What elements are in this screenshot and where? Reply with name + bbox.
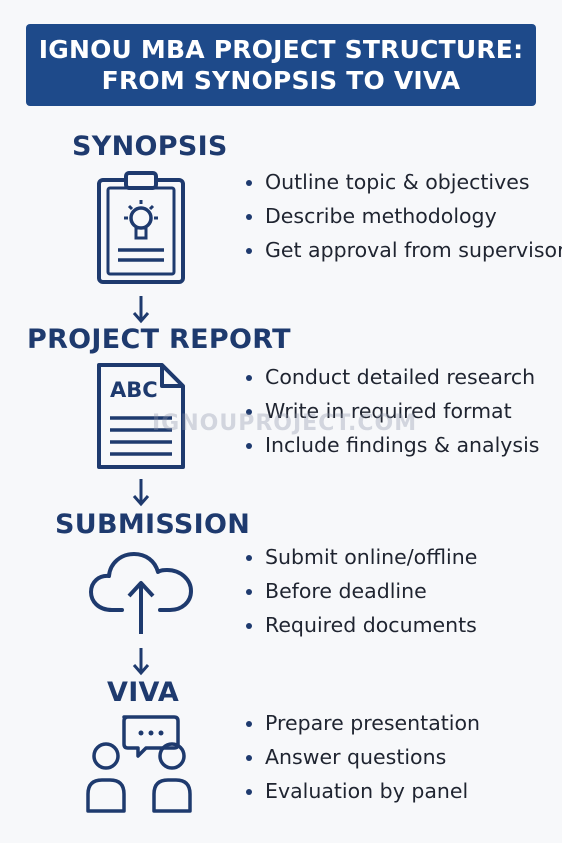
list-item: Include findings & analysis — [244, 428, 539, 462]
list-item: Write in required format — [244, 394, 539, 428]
title-line-2: FROM SYNOPSIS TO VIVA — [101, 66, 461, 95]
list-item: Evaluation by panel — [244, 774, 480, 808]
stage-title-viva: VIVA — [107, 677, 180, 708]
stage-title-synopsis: SYNOPSIS — [72, 131, 228, 162]
stage-title-submission: SUBMISSION — [55, 509, 251, 540]
project-report-bullets: Conduct detailed research Write in requi… — [244, 360, 539, 462]
arrow-down-icon — [132, 479, 150, 507]
arrow-down-icon — [132, 648, 150, 676]
list-item: Prepare presentation — [244, 706, 480, 740]
list-item: Get approval from supervisor — [244, 233, 562, 267]
cloud-upload-icon — [89, 552, 193, 634]
list-item: Submit online/offline — [244, 540, 477, 574]
stage-title-project-report: PROJECT REPORT — [27, 324, 291, 355]
arrow-down-icon — [132, 296, 150, 324]
viva-bullets: Prepare presentation Answer questions Ev… — [244, 706, 480, 808]
list-item: Before deadline — [244, 574, 477, 608]
list-item: Conduct detailed research — [244, 360, 539, 394]
list-item: Outline topic & objectives — [244, 165, 562, 199]
list-item: Describe methodology — [244, 199, 562, 233]
two-people-chat-icon — [86, 715, 192, 813]
list-item: Required documents — [244, 608, 477, 642]
synopsis-bullets: Outline topic & objectives Describe meth… — [244, 165, 562, 267]
abc-text: ABC — [110, 378, 158, 402]
title-banner: IGNOU MBA PROJECT STRUCTURE: FROM SYNOPS… — [26, 24, 536, 106]
clipboard-lightbulb-icon — [97, 171, 185, 284]
title-line-1: IGNOU MBA PROJECT STRUCTURE: — [38, 35, 524, 64]
list-item: Answer questions — [244, 740, 480, 774]
submission-bullets: Submit online/offline Before deadline Re… — [244, 540, 477, 642]
abc-document-icon: ABC — [97, 363, 185, 469]
watermark: IGNOUPROJECT.COM — [152, 411, 418, 436]
